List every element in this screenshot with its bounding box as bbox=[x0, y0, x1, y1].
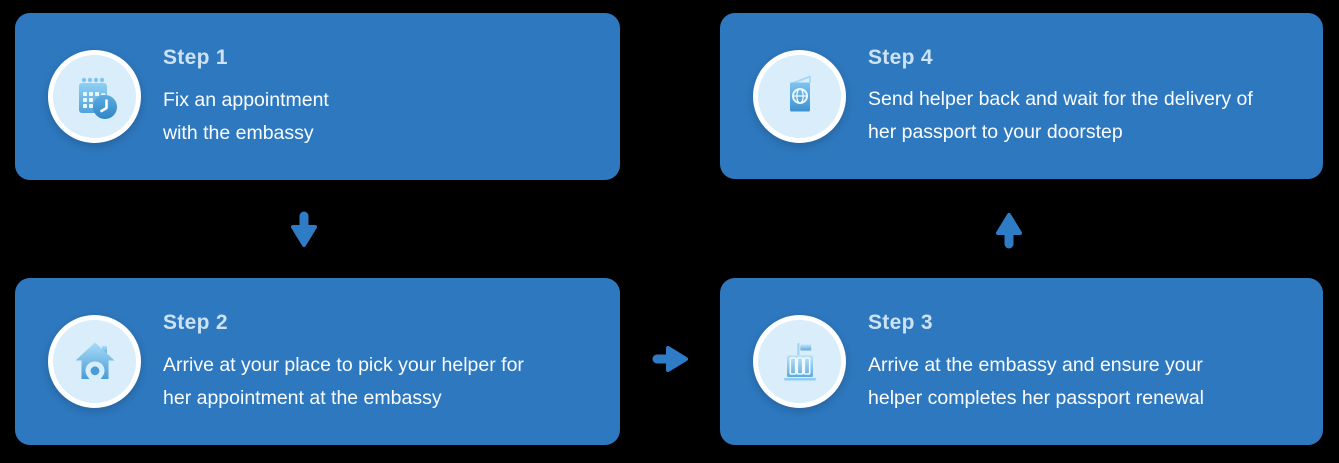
step-4-card: Step 4 Send helper back and wait for the… bbox=[720, 13, 1323, 179]
step-4-line-1: Send helper back and wait for the delive… bbox=[868, 88, 1253, 111]
step-1-line-2: with the embassy bbox=[163, 121, 314, 144]
house-location-icon bbox=[75, 342, 114, 385]
step-2-icon-circle bbox=[48, 315, 141, 408]
arrow-step1-to-step2-down-icon bbox=[289, 211, 319, 249]
step-1-title: Step 1 bbox=[163, 46, 228, 70]
step-2-line-2: her appointment at the embassy bbox=[163, 386, 442, 409]
passport-icon bbox=[789, 75, 811, 112]
step-1-card: Step 1 Fix an appointment with the embas… bbox=[15, 13, 620, 180]
arrow-step2-to-step3-right-icon bbox=[652, 344, 690, 374]
calendar-appointment-icon bbox=[78, 77, 117, 119]
step-2-title: Step 2 bbox=[163, 311, 228, 335]
step-2-card: Step 2 Arrive at your place to pick your… bbox=[15, 278, 620, 445]
step-1-texts: Step 1 Fix an appointment with the embas… bbox=[163, 43, 329, 149]
step-4-title: Step 4 bbox=[868, 45, 933, 69]
step-4-texts: Step 4 Send helper back and wait for the… bbox=[868, 43, 1253, 149]
step-4-line-2: her passport to your doorstep bbox=[868, 121, 1123, 144]
step-3-icon-circle bbox=[753, 315, 846, 408]
arrow-step3-to-step4-up-icon bbox=[994, 211, 1024, 249]
step-3-texts: Step 3 Arrive at the embassy and ensure … bbox=[868, 308, 1204, 414]
step-1-line-1: Fix an appointment bbox=[163, 88, 329, 111]
step-1-icon-circle bbox=[48, 50, 141, 143]
step-3-line-1: Arrive at the embassy and ensure your bbox=[868, 353, 1203, 376]
step-2-texts: Step 2 Arrive at your place to pick your… bbox=[163, 308, 524, 414]
step-4-icon-circle bbox=[753, 49, 846, 143]
step-2-line-1: Arrive at your place to pick your helper… bbox=[163, 353, 524, 376]
step-3-card: Step 3 Arrive at the embassy and ensure … bbox=[720, 278, 1323, 445]
embassy-building-icon bbox=[783, 342, 816, 380]
step-3-title: Step 3 bbox=[868, 311, 933, 335]
step-3-line-2: helper completes her passport renewal bbox=[868, 386, 1205, 409]
